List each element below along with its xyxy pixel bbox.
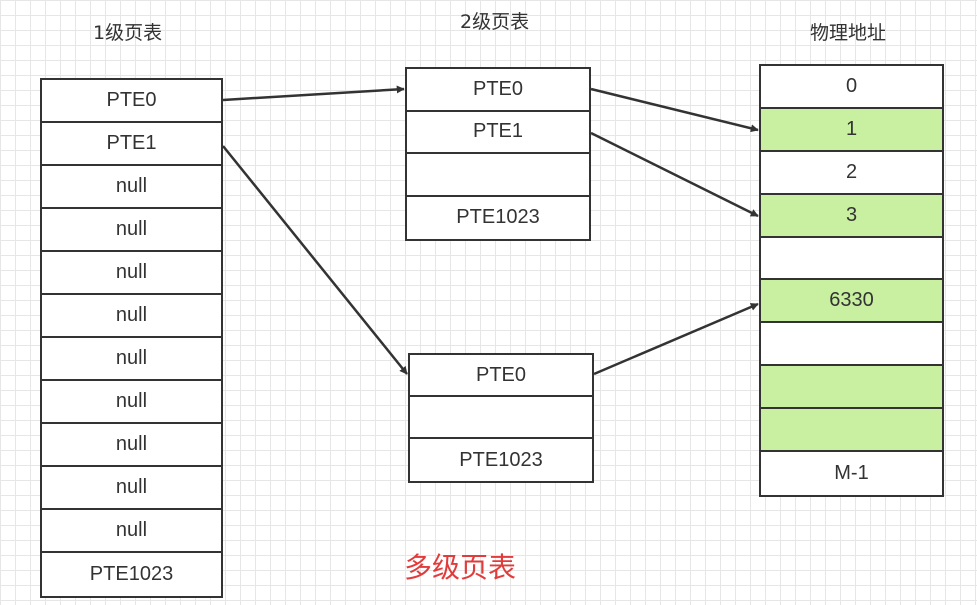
level1-entry: null <box>42 295 221 338</box>
level1-entry: null <box>42 166 221 209</box>
memory-frame <box>761 237 942 281</box>
level2a-entry <box>407 154 589 197</box>
level1-entry: PTE1023 <box>42 553 221 596</box>
level1-entry: null <box>42 424 221 467</box>
level1-entry: null <box>42 252 221 295</box>
memory-frame <box>761 323 942 367</box>
level2b-entry: PTE1023 <box>410 439 592 481</box>
level2-heading: 2级页表 <box>460 11 530 33</box>
level1-heading: 1级页表 <box>93 22 163 44</box>
arrow-l2b-pte0-to-frame-6330 <box>593 302 759 376</box>
diagram-caption: 多级页表 <box>404 551 517 584</box>
level1-entry: null <box>42 467 221 510</box>
level1-entry: PTE1 <box>42 123 221 166</box>
level1-entry: null <box>42 209 221 252</box>
level2b-entry: PTE0 <box>410 355 592 397</box>
arrow-l2a-pte1-to-frame-3 <box>590 131 759 218</box>
memory-frame: 3 <box>761 194 942 238</box>
arrow-l1-pte1-to-l2b <box>222 145 408 375</box>
arrow-l2a-pte0-to-frame-1 <box>590 87 759 133</box>
level1-entry: PTE0 <box>42 80 221 123</box>
level1-entry: null <box>42 338 221 381</box>
arrow-l1-pte0-to-l2a <box>222 85 405 102</box>
memory-frame: M-1 <box>761 452 942 495</box>
level1-entry: null <box>42 510 221 553</box>
memory-frame <box>761 409 942 453</box>
memory-frame: 0 <box>761 66 942 109</box>
physical-heading: 物理地址 <box>810 22 887 44</box>
level2a-entry: PTE1 <box>407 111 589 154</box>
memory-frame: 6330 <box>761 280 942 324</box>
level2b-entry <box>410 397 592 439</box>
memory-frame: 2 <box>761 151 942 195</box>
level2a-entry: PTE0 <box>407 69 589 112</box>
memory-frame <box>761 366 942 410</box>
level2a-entry: PTE1023 <box>407 196 589 239</box>
level1-entry: null <box>42 381 221 424</box>
memory-frame: 1 <box>761 108 942 152</box>
